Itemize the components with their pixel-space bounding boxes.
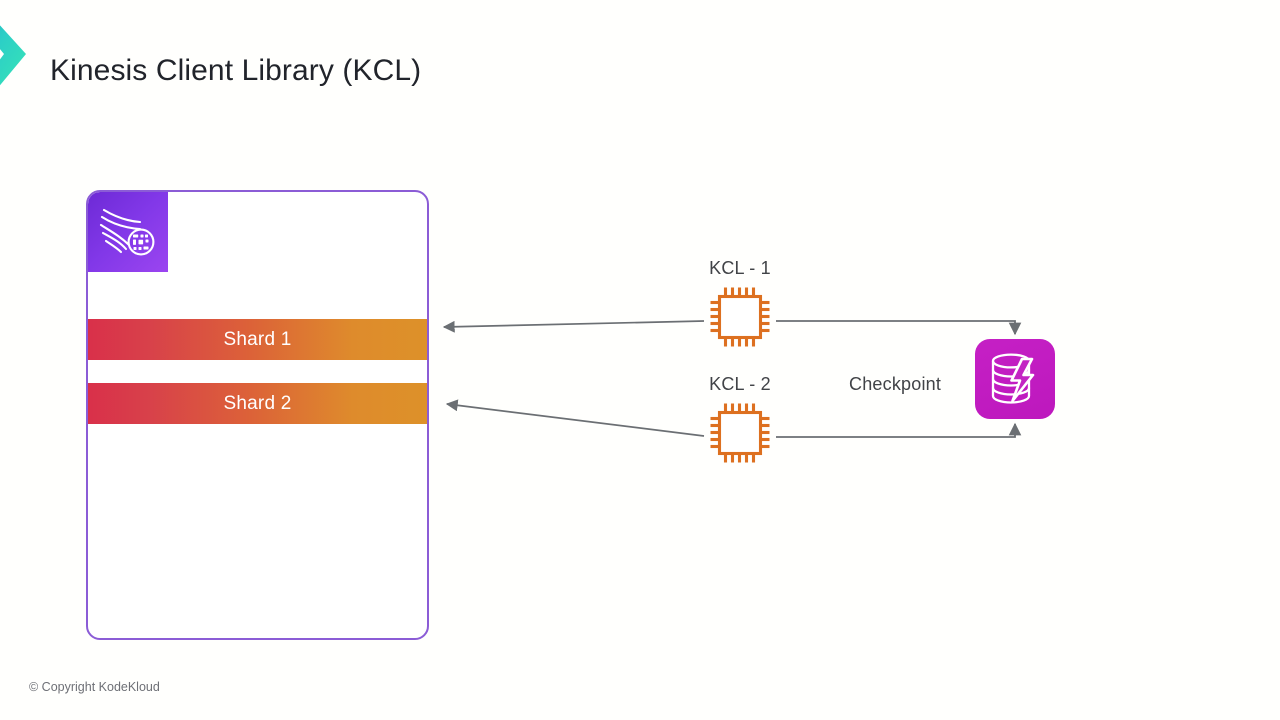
brand-logo-chevron-icon	[0, 8, 30, 104]
kcl-consumer-1-label: KCL - 1	[709, 258, 771, 278]
connector-kcl1-to-dynamodb	[776, 320, 1022, 336]
connector-shard2-to-kcl2	[445, 399, 705, 437]
dynamodb-icon	[975, 339, 1055, 419]
footer-copyright: © Copyright KodeKloud	[29, 680, 160, 694]
shard-label: Shard 1	[223, 328, 292, 350]
kcl-consumer-2-label: KCL - 2	[709, 374, 771, 394]
connector-kcl2-to-dynamodb	[776, 422, 1022, 438]
shard-bar: Shard 2	[88, 383, 427, 424]
cpu-chip-icon	[710, 403, 770, 463]
checkpoint-label: Checkpoint	[849, 374, 942, 394]
kinesis-data-streams-icon	[88, 192, 168, 272]
page-title: Kinesis Client Library (KCL)	[50, 54, 422, 87]
connector-shard1-to-kcl1	[442, 320, 705, 333]
kcl-consumer-2: KCL - 2	[670, 374, 810, 467]
kinesis-stream-container: Shard 1 Shard 2	[86, 190, 429, 640]
cpu-chip-icon	[710, 287, 770, 347]
kcl-consumer-1: KCL - 1	[670, 258, 810, 351]
shard-bar: Shard 1	[88, 319, 427, 360]
shard-label: Shard 2	[223, 392, 292, 414]
